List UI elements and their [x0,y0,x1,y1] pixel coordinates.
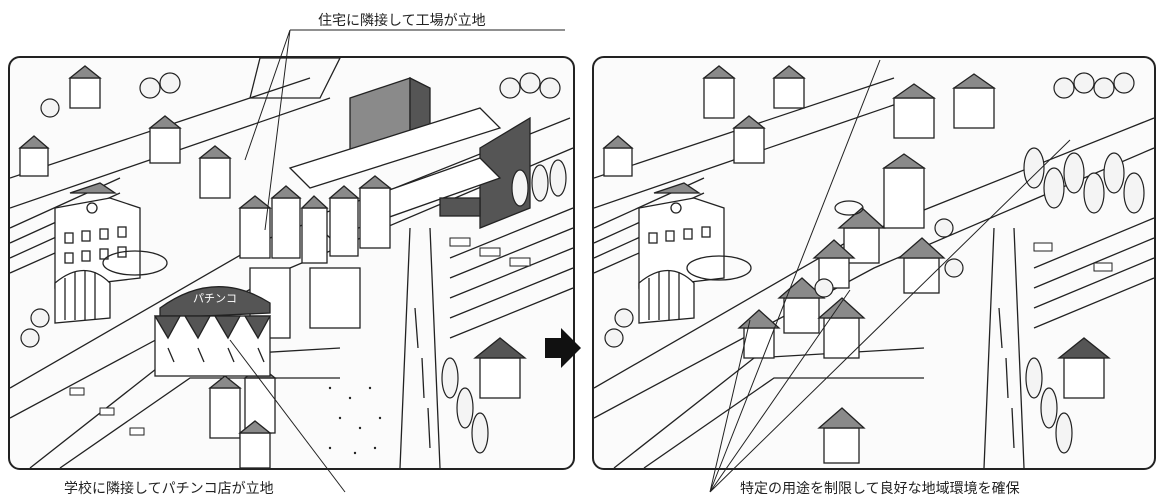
before-town-illustration: パチンコ [10,58,573,468]
caption-zoning-good-environment: 特定の用途を制限して良好な地域環境を確保 [738,478,1022,498]
field-right [1033,217,1154,329]
dotted-field [328,386,382,455]
before-illustration-panel: パチンコ [8,56,575,470]
park-pond [834,200,864,216]
gymnasium [638,270,695,324]
after-town-illustration [594,65,1154,468]
field-right [449,207,573,339]
pachinko-parlor [153,286,272,377]
after-illustration-panel [592,56,1156,470]
school-building [54,182,141,289]
caption-pachinko-next-to-school: 学校に隣接してパチンコ店が立地 [62,478,276,498]
cars [1033,242,1113,272]
river [399,227,441,468]
caption-factory-next-to-housing: 住宅に隣接して工場が立地 [316,10,488,30]
school-building [638,182,725,289]
right-arrow-icon [545,328,581,368]
school-track [102,250,168,276]
cars [69,237,531,436]
field-top [249,58,341,99]
river [983,227,1025,468]
pachinko-sign: パチンコ [193,292,237,305]
gymnasium [54,270,111,324]
lower-road [613,347,925,468]
